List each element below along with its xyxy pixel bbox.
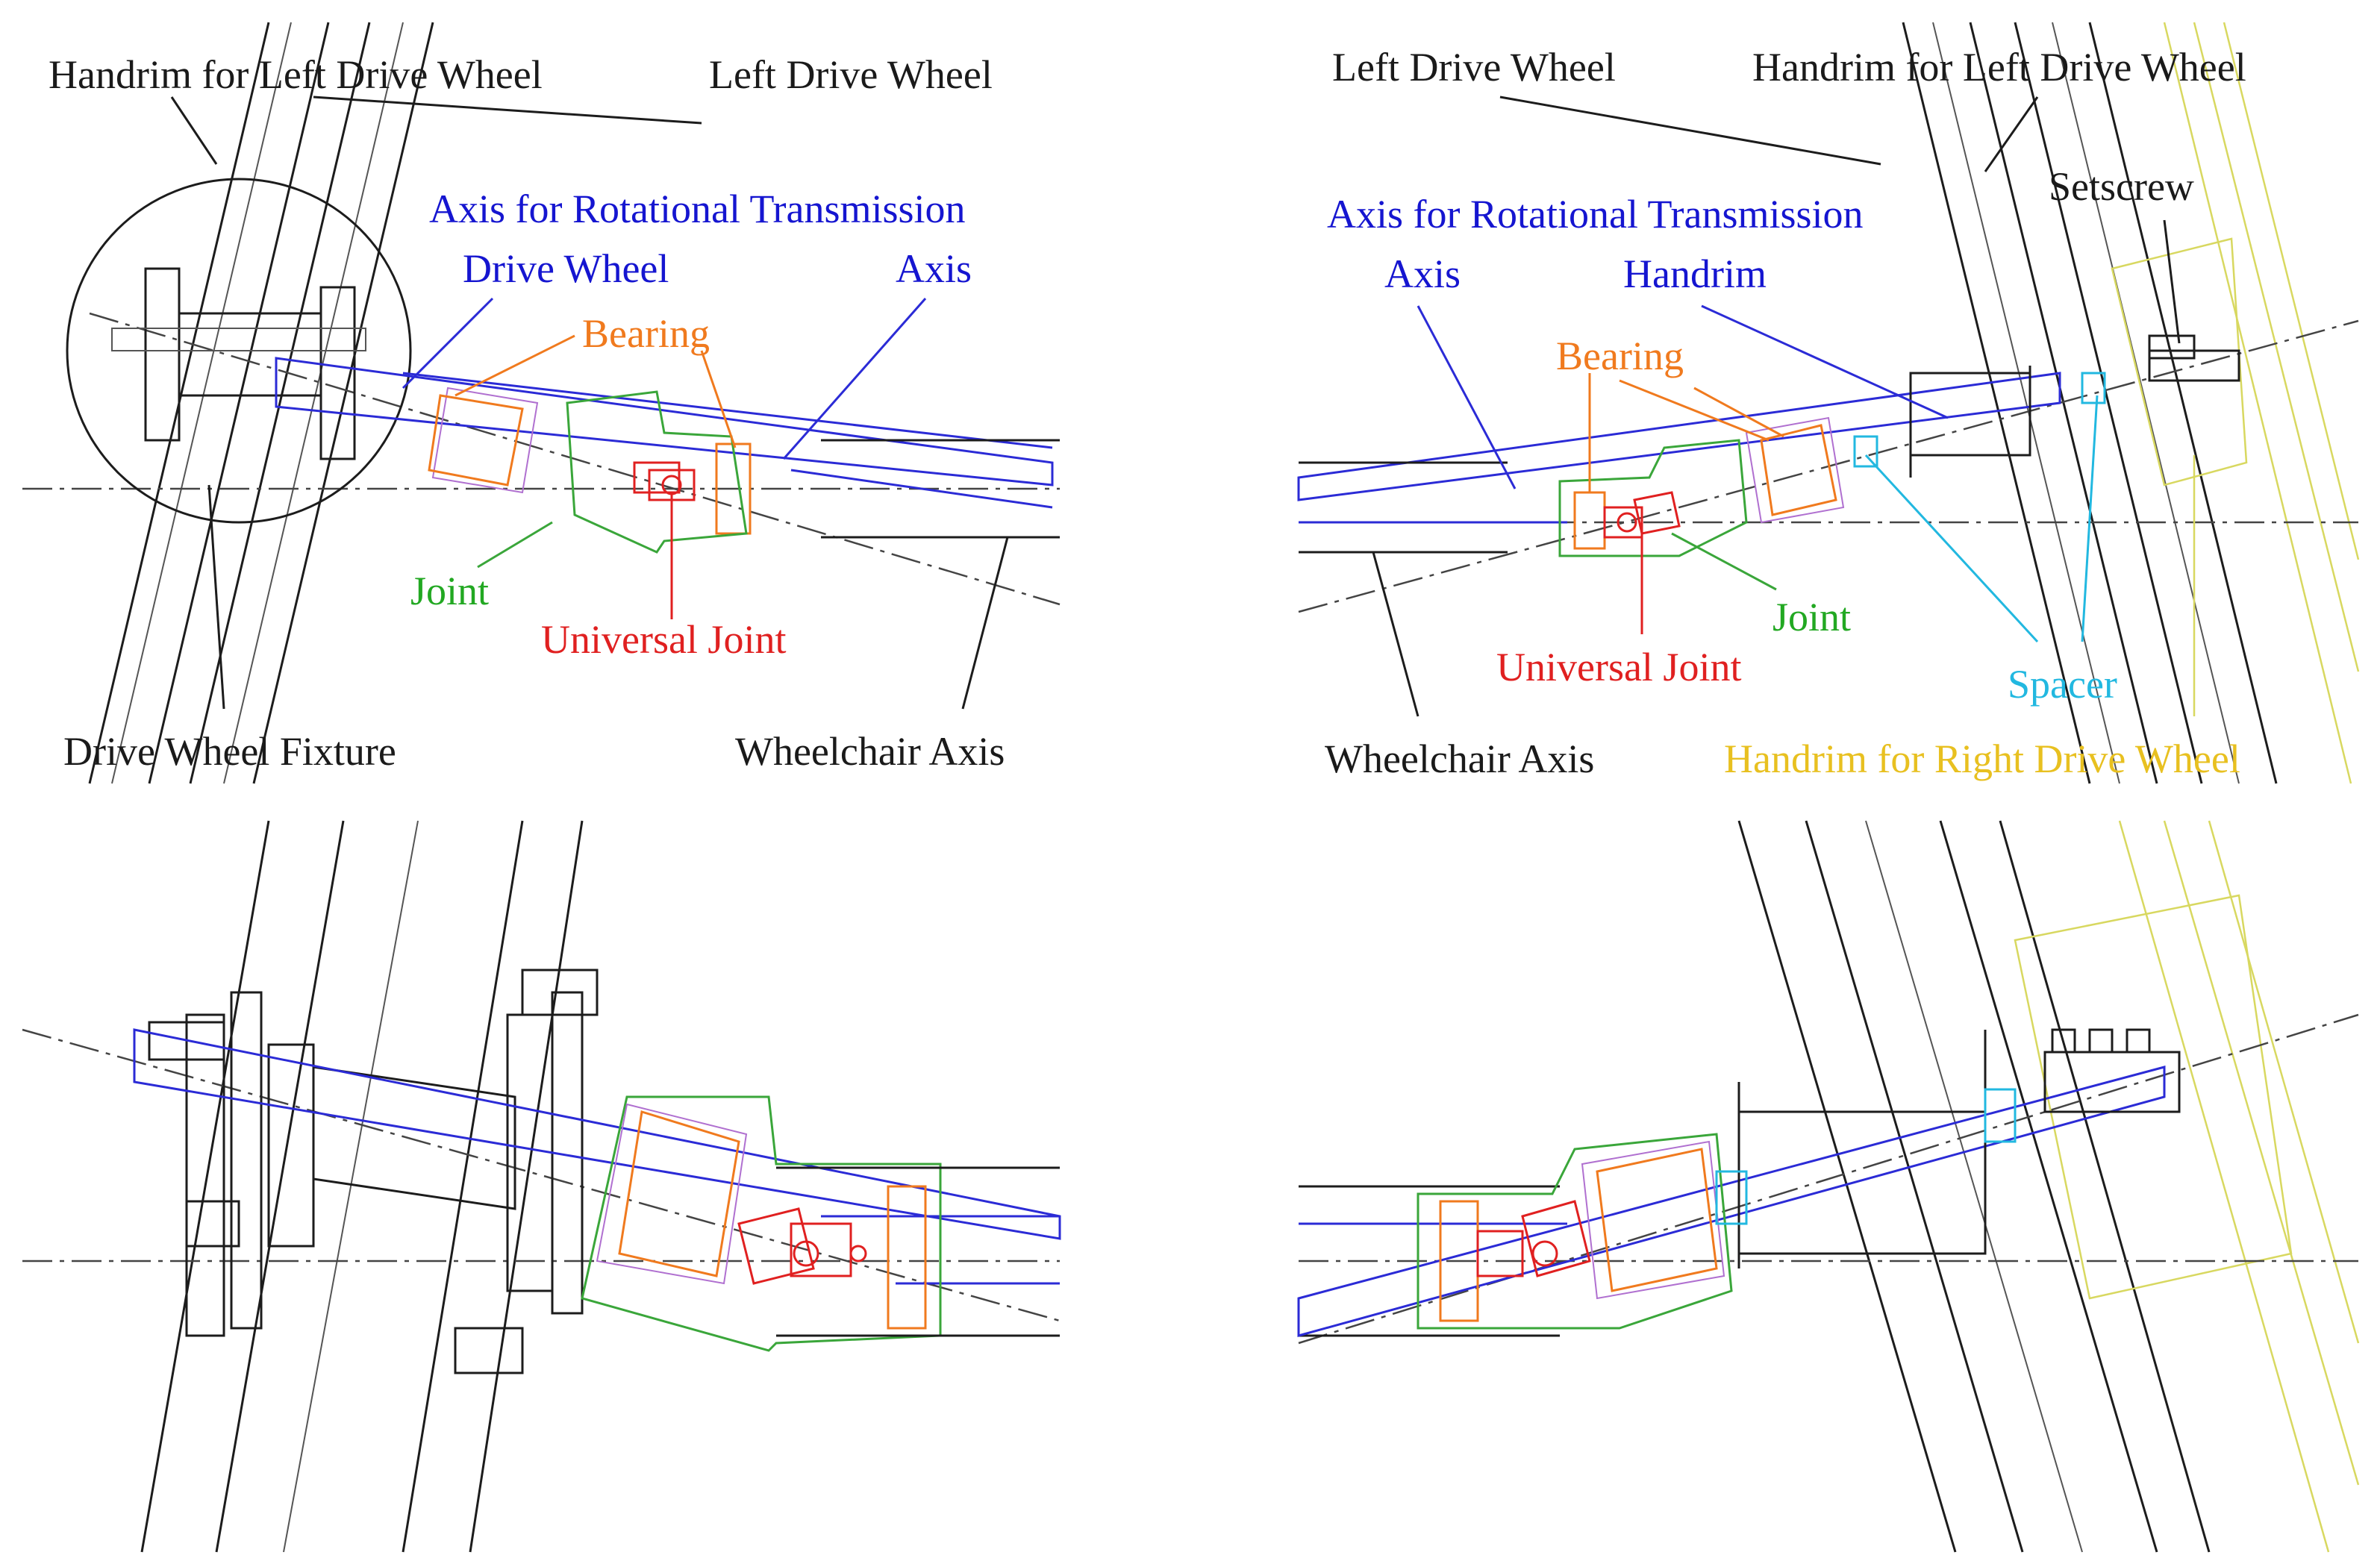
label-drive-wheel: Drive Wheel (463, 246, 669, 291)
detail-circle (66, 178, 412, 524)
top-left-drawing (22, 22, 1061, 784)
label-wheelchair-axis: Wheelchair Axis (735, 729, 1005, 774)
label-bearing: Bearing (582, 311, 710, 356)
top-left-labels: Handrim for Left Drive Wheel Left Drive … (49, 52, 1005, 774)
label-drive-wheel-fixture: Drive Wheel Fixture (63, 729, 396, 774)
label-axis-rotational-r: Axis for Rotational Transmission (1327, 192, 1864, 237)
label-universal-joint-r: Universal Joint (1496, 645, 1741, 689)
bottom-right-drawing (1297, 820, 2360, 1553)
label-spacer-r: Spacer (2008, 662, 2117, 707)
top-right-labels: Left Drive Wheel Handrim for Left Drive … (1325, 45, 2246, 781)
label-axis-rotational: Axis for Rotational Transmission (429, 187, 966, 231)
label-handrim-r: Handrim (1623, 251, 1767, 296)
label-left-drive-wheel-r: Left Drive Wheel (1332, 45, 1616, 90)
label-axis-r: Axis (1384, 251, 1461, 296)
bottom-left-drawing (22, 820, 1061, 1553)
label-axis: Axis (896, 246, 972, 291)
label-wheelchair-axis-r: Wheelchair Axis (1325, 736, 1594, 781)
label-bearing-r: Bearing (1556, 334, 1684, 378)
label-left-drive-wheel: Left Drive Wheel (709, 52, 993, 97)
label-handrim-left: Handrim for Left Drive Wheel (49, 52, 543, 97)
top-right-drawing (1297, 22, 2360, 784)
label-setscrew-r: Setscrew (2049, 164, 2194, 209)
label-joint: Joint (410, 569, 489, 613)
label-handrim-right-r: Handrim for Right Drive Wheel (1724, 736, 2240, 781)
label-handrim-left-r: Handrim for Left Drive Wheel (1752, 45, 2246, 90)
label-universal-joint: Universal Joint (541, 617, 786, 662)
label-joint-r: Joint (1772, 595, 1851, 639)
